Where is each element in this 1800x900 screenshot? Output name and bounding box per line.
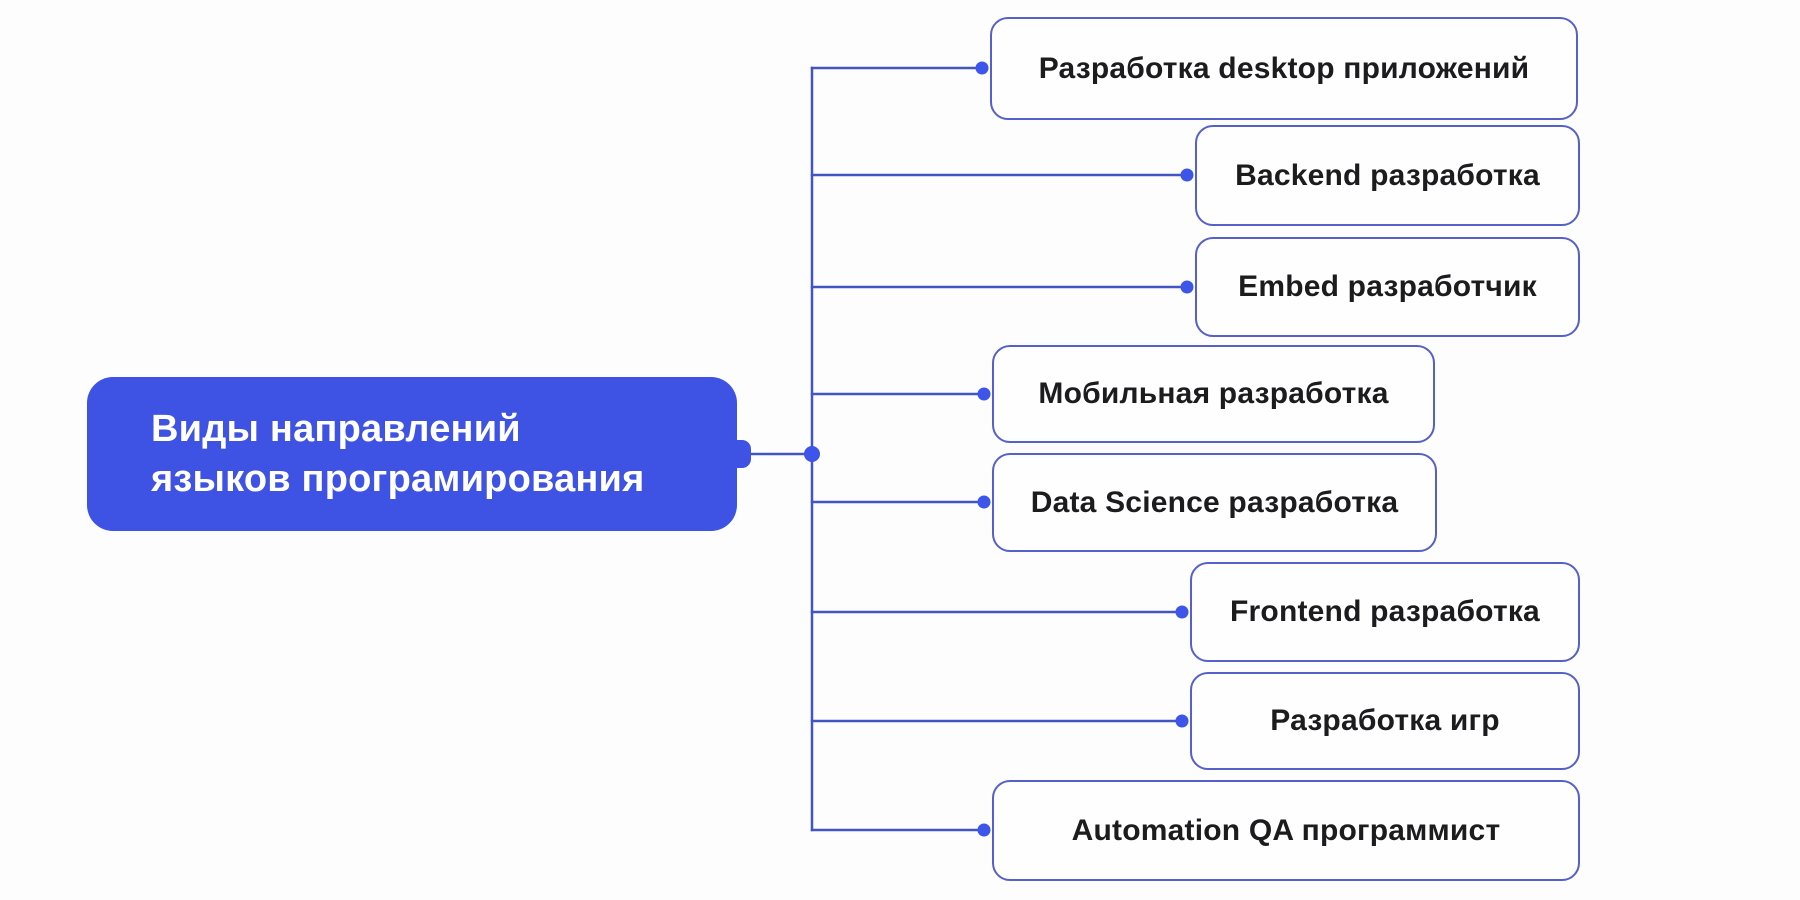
- node-label: Мобильная разработка: [1038, 377, 1389, 410]
- node-label: Automation QA программист: [1071, 813, 1501, 847]
- node-label: Разработка игр: [1270, 704, 1500, 737]
- root-label-line1: Виды направлений: [151, 407, 521, 450]
- node-desktop-development[interactable]: Разработка desktop приложений: [990, 17, 1578, 120]
- node-label: Разработка desktop приложений: [1038, 51, 1530, 85]
- node-mobile-development[interactable]: Мобильная разработка: [992, 345, 1435, 443]
- branch-dot-8: [977, 823, 991, 837]
- node-label: Backend разработка: [1235, 158, 1540, 192]
- node-backend-development[interactable]: Backend разработка: [1195, 125, 1580, 226]
- root-label-line2: языков програмирования: [151, 458, 645, 500]
- branch-dot-3: [1180, 280, 1194, 294]
- branch-dot-1: [975, 61, 989, 75]
- root-connector-nub: [735, 440, 751, 468]
- node-game-development[interactable]: Разработка игр: [1190, 672, 1580, 770]
- trunk-junction-dot: [804, 446, 820, 462]
- root-node[interactable]: Виды направлений языков програмирования: [87, 377, 737, 531]
- node-embed-developer[interactable]: Embed разработчик: [1195, 237, 1580, 337]
- branch-dot-4: [977, 387, 991, 401]
- node-automation-qa[interactable]: Automation QA программист: [992, 780, 1580, 881]
- node-label: Frontend разработка: [1230, 595, 1540, 628]
- node-label: Embed разработчик: [1238, 270, 1537, 303]
- branch-dot-5: [977, 495, 991, 509]
- branch-dot-6: [1175, 605, 1189, 619]
- node-frontend-development[interactable]: Frontend разработка: [1190, 562, 1580, 662]
- branch-dot-2: [1180, 168, 1194, 182]
- branch-dot-7: [1175, 714, 1189, 728]
- node-data-science-development[interactable]: Data Science разработка: [992, 453, 1437, 552]
- node-label: Data Science разработка: [1030, 485, 1399, 519]
